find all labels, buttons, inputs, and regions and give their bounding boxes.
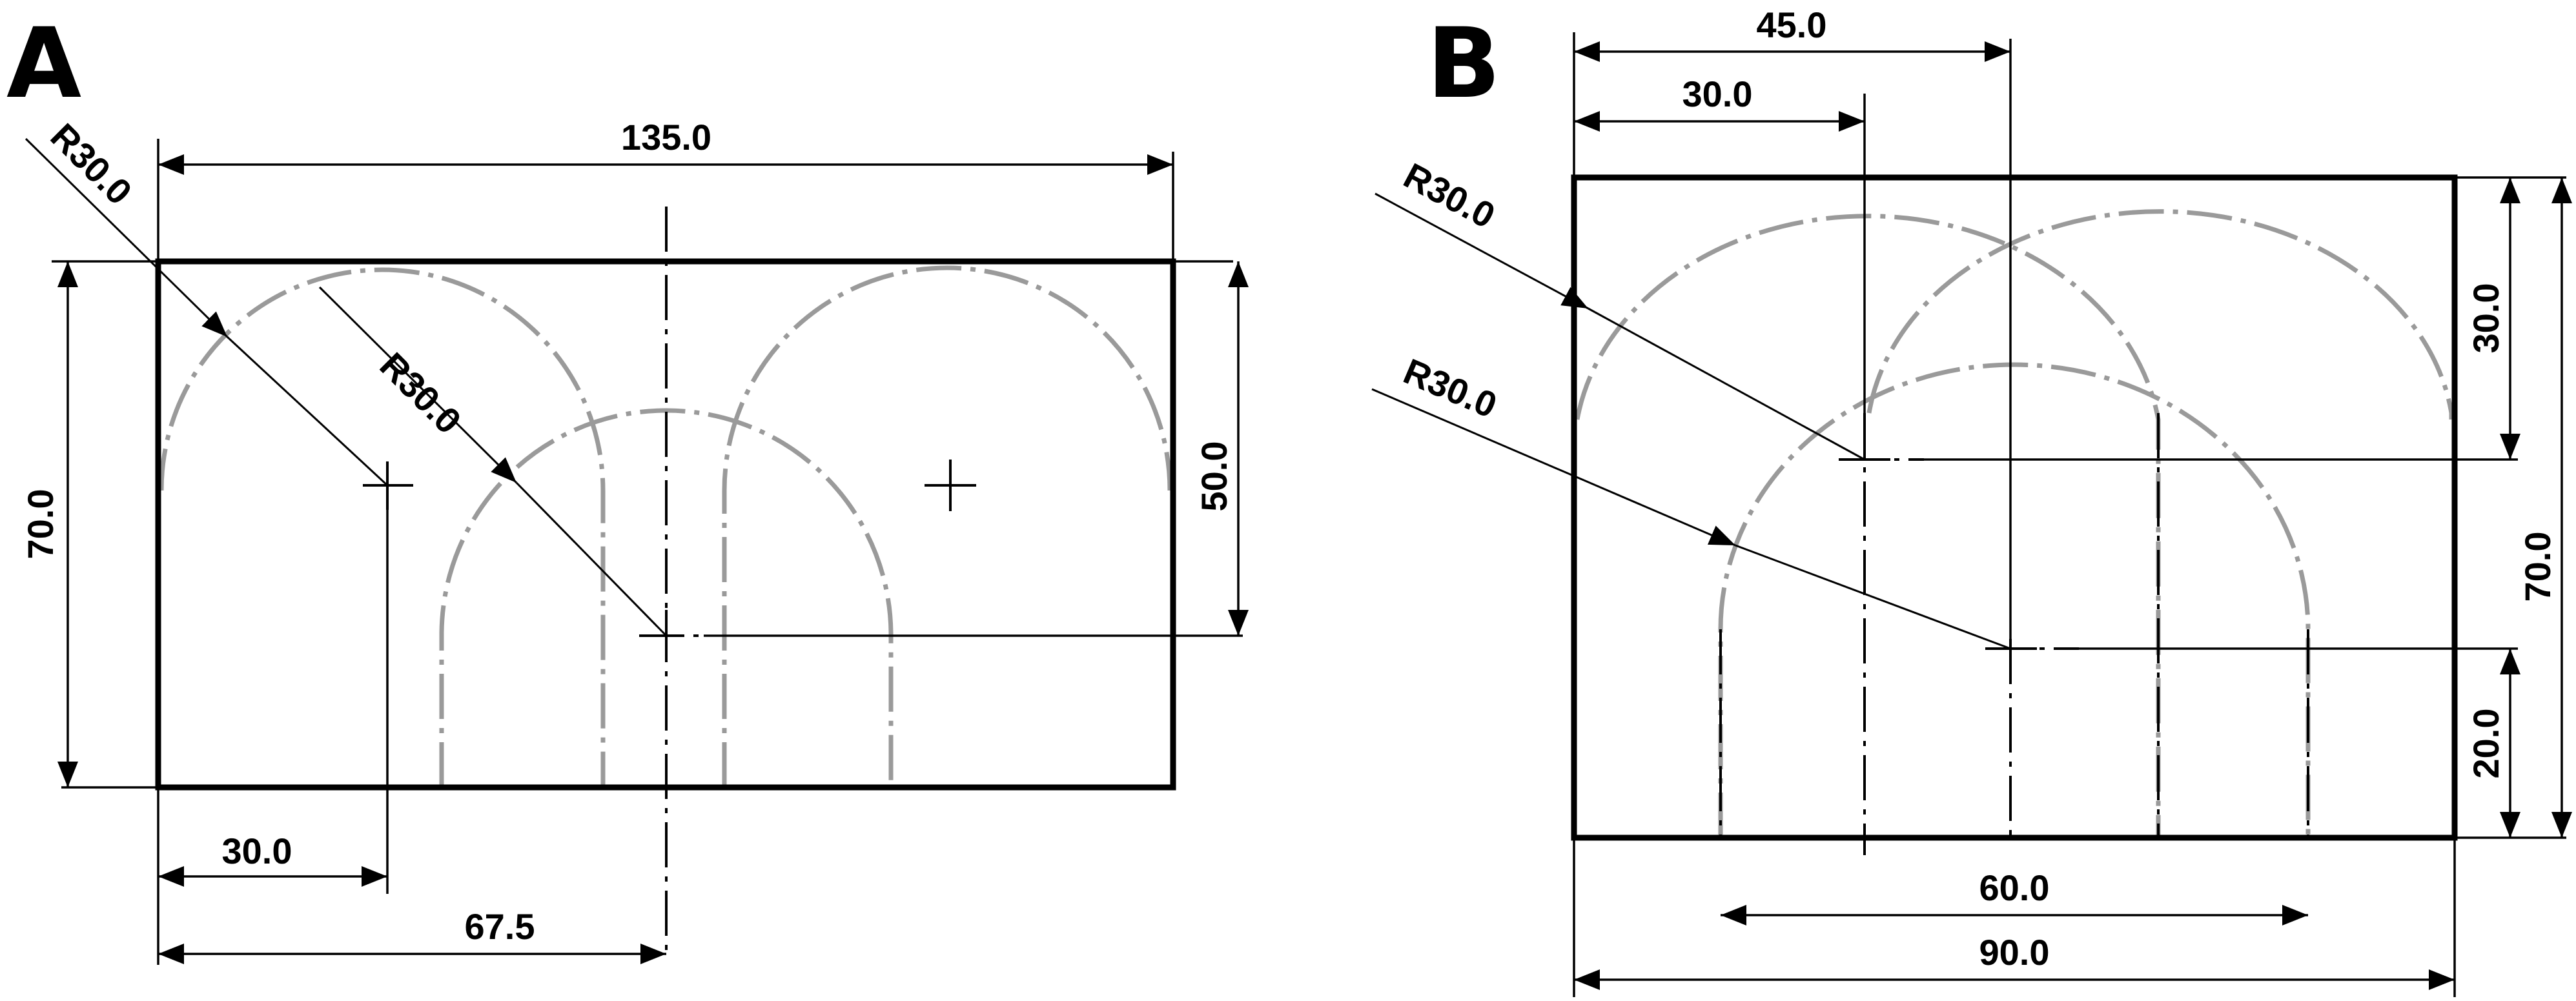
leader-radius-outer [25,137,229,338]
label-b-radius-lower: R30.0 [1398,350,1502,425]
leader-b-radius-upper [1375,192,1589,310]
label-radius-outer: R30.0 [43,116,140,212]
profile-b-left [1575,214,2161,838]
label-b-30-top: 30.0 [1682,74,1753,114]
label-b-70: 70.0 [2517,532,2558,602]
label-b-45: 45.0 [1757,5,1827,45]
leader-b-radius-lower [1371,388,1736,547]
panel-b-profiles [1575,209,2454,838]
label-135: 135.0 [621,117,711,157]
profile-middle [439,408,894,787]
leader-b-radius-lower-ext [1735,544,2011,650]
label-b-radius-upper: R30.0 [1397,155,1502,236]
label-67-5: 67.5 [465,906,535,947]
panel-a-profiles [159,265,1172,787]
leader-radius-inner [318,286,518,484]
leader-radius-outer-ext [226,336,389,487]
label-70: 70.0 [20,489,61,560]
profile-right [722,265,1172,787]
label-50: 50.0 [1194,441,1234,512]
leader-radius-inner-ext [515,481,668,637]
label-b-60: 60.0 [1979,867,2050,908]
panel-b-outline [1571,174,2458,841]
label-b-30-right: 30.0 [2466,283,2506,354]
panel-b: B [1371,5,2572,997]
label-b-20: 20.0 [2466,709,2506,779]
profile-left [159,267,606,787]
label-30: 30.0 [222,831,292,871]
panel-a: A 1 [6,8,1249,965]
panel-b-letter: B [1427,8,1500,120]
panel-a-letter: A [6,8,81,120]
profile-b-right [1866,209,2454,420]
label-radius-inner: R30.0 [373,345,469,441]
label-b-90: 90.0 [1979,932,2050,973]
profile-b-lower [1718,362,2311,838]
leader-b-radius-upper-ext [1588,307,1865,461]
